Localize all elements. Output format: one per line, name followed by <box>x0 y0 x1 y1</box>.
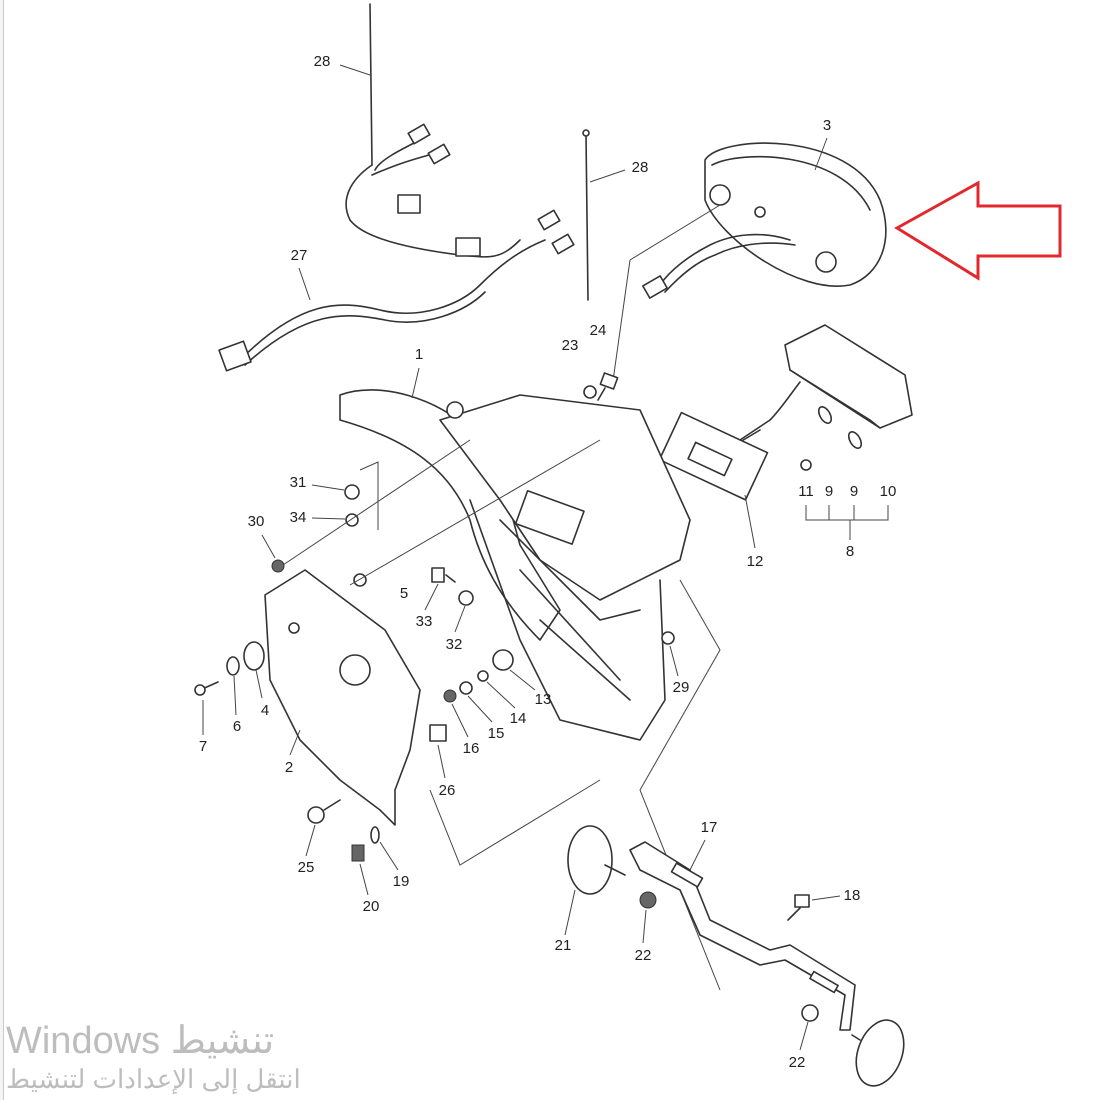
callout-28a: 28 <box>314 53 331 70</box>
tail-light-part-3 <box>611 137 887 389</box>
washer-part-23 <box>583 385 597 399</box>
callout-33: 33 <box>416 613 433 630</box>
nut-part-30 <box>261 534 285 573</box>
callout-3: 3 <box>823 117 831 134</box>
washer-part-6 <box>226 656 240 716</box>
callout-9b: 9 <box>850 483 858 500</box>
highlight-arrow <box>894 180 1062 281</box>
callout-32: 32 <box>446 636 463 653</box>
callout-4: 4 <box>261 702 269 719</box>
bolt-part-18 <box>787 894 841 921</box>
windows-activation-watermark-subtext: انتقل إلى الإعدادات لتنشيط <box>6 1064 301 1094</box>
callout-20: 20 <box>363 898 380 915</box>
callout-31: 31 <box>290 474 307 491</box>
bolt-part-25 <box>305 799 341 857</box>
reflector-part-rear <box>851 1019 905 1087</box>
leader-line-lower <box>429 779 601 866</box>
leader-bracket-31-34 <box>359 461 379 530</box>
callout-6: 6 <box>233 718 241 735</box>
callout-17: 17 <box>701 819 718 836</box>
callout-25: 25 <box>298 859 315 876</box>
callout-8: 8 <box>846 543 854 560</box>
callout-10: 10 <box>880 483 897 500</box>
callout-5: 5 <box>400 585 408 602</box>
nut-part-22a <box>639 891 657 944</box>
callout-26: 26 <box>439 782 456 799</box>
windows-activation-watermark: Windows تنشيط <box>6 1020 275 1062</box>
callout-9a: 9 <box>825 483 833 500</box>
grommet-part-13 <box>492 649 536 691</box>
callout-7: 7 <box>199 738 207 755</box>
washer-part-15 <box>459 681 493 723</box>
reflector-part-21 <box>564 825 626 936</box>
callout-21: 21 <box>555 937 572 954</box>
callout-28b: 28 <box>632 159 649 176</box>
callout-2: 2 <box>285 759 293 776</box>
callout-34: 34 <box>290 509 307 526</box>
callout-15: 15 <box>488 725 505 742</box>
license-plate-bracket-part-2 <box>264 439 601 826</box>
callout-27: 27 <box>291 247 308 264</box>
callout-16: 16 <box>463 740 480 757</box>
wire-harness-part-27 <box>218 123 575 372</box>
window-left-border <box>0 0 4 1100</box>
cable-tie-part-28b <box>582 129 626 301</box>
collar-part-4 <box>243 641 265 699</box>
callout-13: 13 <box>535 691 552 708</box>
callout-22a: 22 <box>635 947 652 964</box>
reflector-bracket-part-17 <box>629 839 856 1031</box>
nut-part-31 <box>311 484 360 500</box>
bolt-part-33 <box>424 567 456 611</box>
bolt-part-24 <box>597 372 619 401</box>
washer-part-32 <box>454 590 474 633</box>
nut-part-26 <box>429 724 447 779</box>
collar-part-14 <box>477 670 516 709</box>
nut-part-20 <box>351 844 369 896</box>
callout-18: 18 <box>844 887 861 904</box>
pin-part-19 <box>370 826 399 871</box>
callout-19: 19 <box>393 873 410 890</box>
callout-12: 12 <box>747 553 764 570</box>
cable-tie-part-28a <box>339 3 373 166</box>
nut-part-16 <box>443 689 469 738</box>
license-light-assembly-part-8 <box>658 324 913 549</box>
callout-22b: 22 <box>789 1054 806 1071</box>
bolt-part-29 <box>661 631 679 677</box>
nut-part-34 <box>311 513 359 527</box>
callout-11: 11 <box>798 483 814 500</box>
bolt-part-7 <box>194 681 219 735</box>
callout-1: 1 <box>415 346 423 363</box>
callout-14: 14 <box>510 710 527 727</box>
nut-part-22b <box>799 1004 819 1051</box>
callout-30: 30 <box>248 513 265 530</box>
callout-23: 23 <box>562 337 579 354</box>
callout-24: 24 <box>590 322 607 339</box>
callout-29: 29 <box>673 679 690 696</box>
rear-fender-part-1 <box>339 367 691 741</box>
callout-labels: 28 28 3 27 1 23 24 31 34 30 5 33 32 11 9… <box>199 53 897 1071</box>
